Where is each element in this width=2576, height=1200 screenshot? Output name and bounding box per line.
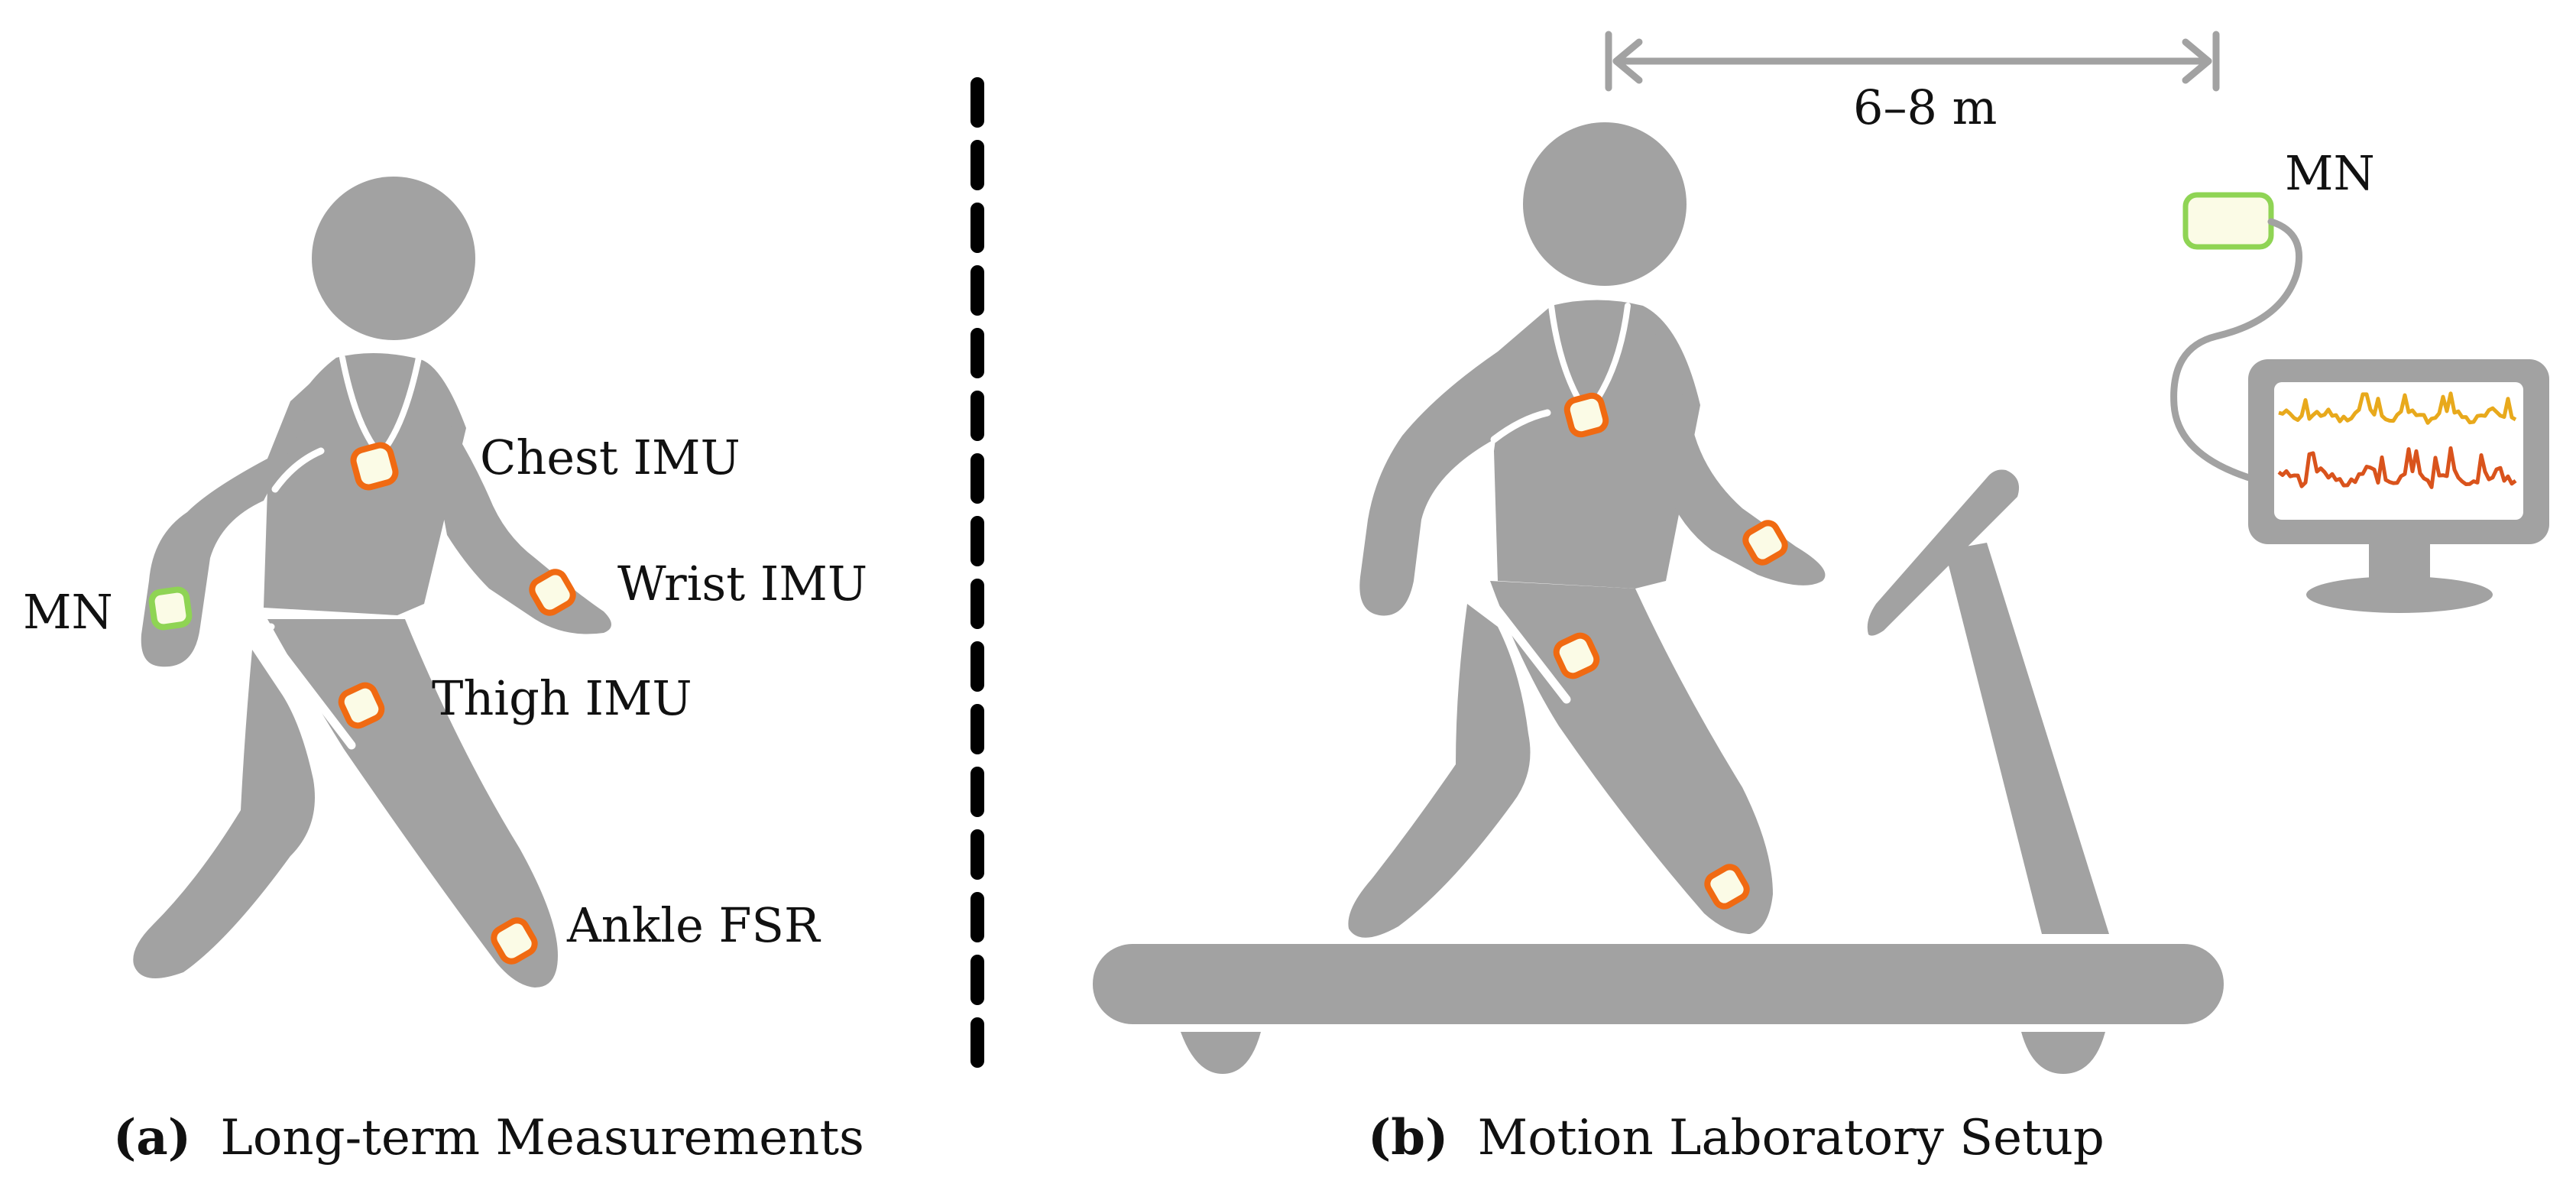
distance-label: 6–8 m: [1853, 79, 1997, 135]
leg-gap-line: [255, 621, 356, 750]
walking-person-icon: [133, 177, 611, 988]
caption-b-tag: (b): [1368, 1109, 1448, 1166]
wrist-imu-icon: [1742, 520, 1788, 566]
mn-cable: [2170, 218, 2302, 485]
thigh-imu-icon: [338, 682, 385, 729]
chest-imu-icon: [1563, 392, 1609, 438]
signal-trace-orange: [2277, 446, 2517, 489]
chest-imu-label: Chest IMU: [480, 430, 740, 485]
ankle-fsr-icon: [491, 917, 538, 965]
mn-label-a: MN: [23, 584, 113, 640]
distance-arrow: [1605, 31, 2220, 92]
thigh-imu-icon: [1553, 632, 1600, 679]
wrist-imu-label: Wrist IMU: [617, 556, 867, 611]
arm-gap-line: [1490, 409, 1551, 443]
panel-b: 6–8 m: [1093, 31, 2549, 1166]
caption-a: (a) Long-term Measurements: [113, 1109, 864, 1166]
caption-b: (b) Motion Laboratory Setup: [1368, 1109, 2105, 1166]
mn-sensor-icon: [148, 586, 193, 631]
mn-label-b: MN: [2285, 145, 2375, 201]
ankle-fsr-label: Ankle FSR: [566, 897, 821, 953]
mn-node-icon: [2182, 192, 2274, 250]
panel-a: Chest IMU Wrist IMU Thigh IMU Ankle FSR …: [23, 177, 867, 1166]
caption-a-text: Long-term Measurements: [220, 1110, 864, 1166]
thigh-imu-label: Thigh IMU: [432, 670, 692, 726]
signal-trace-yellow: [2278, 391, 2517, 425]
chest-imu-icon: [350, 442, 399, 491]
wrist-imu-icon: [529, 569, 576, 616]
ankle-imu-icon: [1704, 864, 1750, 910]
caption-b-text: Motion Laboratory Setup: [1478, 1110, 2105, 1166]
monitor-icon: [2248, 359, 2549, 613]
treadmill-icon: [1093, 469, 2224, 1074]
caption-a-tag: (a): [113, 1109, 191, 1166]
leg-gap-line: [1470, 576, 1571, 704]
